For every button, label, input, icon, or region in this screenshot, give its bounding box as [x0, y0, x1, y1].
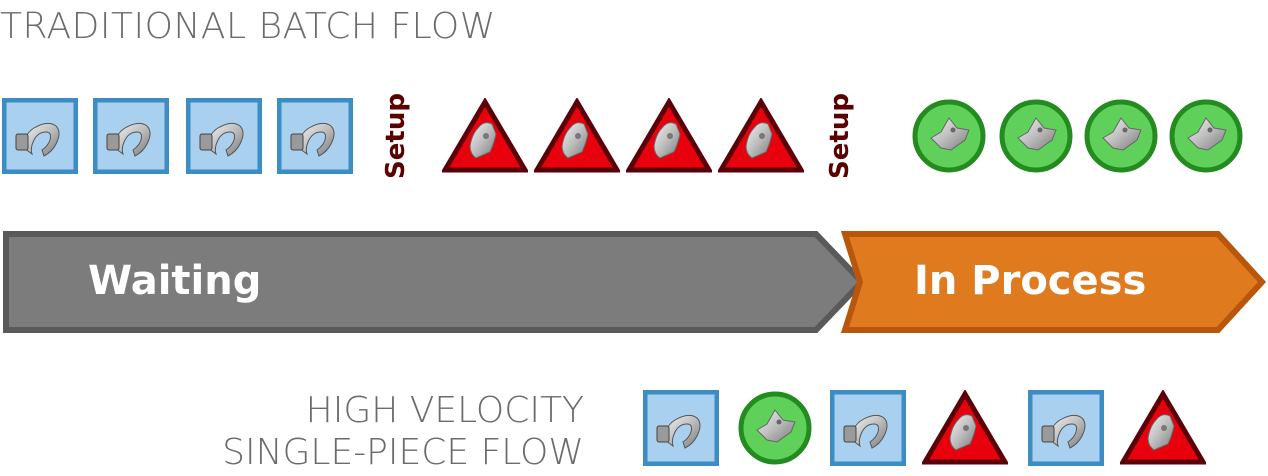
single-piece-flow-title: HIGH VELOCITY SINGLE-PIECE FLOW [0, 390, 584, 474]
hook-part-icon [2, 98, 78, 174]
clip-part-icon [1168, 98, 1244, 174]
clip-part-icon [737, 390, 813, 466]
in-process-label: In Process [914, 258, 1147, 304]
setup-label: Setup [381, 93, 412, 179]
clip-part-icon [911, 98, 987, 174]
hook-part-icon [93, 98, 169, 174]
single-piece-parts-row [0, 390, 1268, 470]
batch-flow-title: TRADITIONAL BATCH FLOW [0, 6, 496, 47]
bracket-part-icon [1120, 390, 1206, 466]
in-process-arrow [840, 231, 1267, 333]
bracket-part-icon [626, 98, 712, 174]
hook-part-icon [277, 98, 353, 174]
single-piece-flow-title-line-2: SINGLE-PIECE FLOW [222, 432, 584, 473]
timeline-arrows [3, 231, 1267, 333]
hook-part-icon [1028, 390, 1104, 466]
hook-part-icon [643, 390, 719, 466]
single-piece-flow-title-line-1: HIGH VELOCITY [305, 390, 584, 431]
clip-part-icon [1083, 98, 1159, 174]
hook-part-icon [186, 98, 262, 174]
bracket-part-icon [442, 98, 528, 174]
bracket-part-icon [534, 98, 620, 174]
waiting-arrow [3, 231, 867, 333]
bracket-part-icon [922, 390, 1008, 466]
hook-part-icon [830, 390, 906, 466]
clip-part-icon [998, 98, 1074, 174]
bracket-part-icon [718, 98, 804, 174]
waiting-label: Waiting [88, 258, 262, 304]
batch-parts-row: Setup Setup [0, 93, 1268, 179]
setup-label: Setup [825, 93, 856, 179]
